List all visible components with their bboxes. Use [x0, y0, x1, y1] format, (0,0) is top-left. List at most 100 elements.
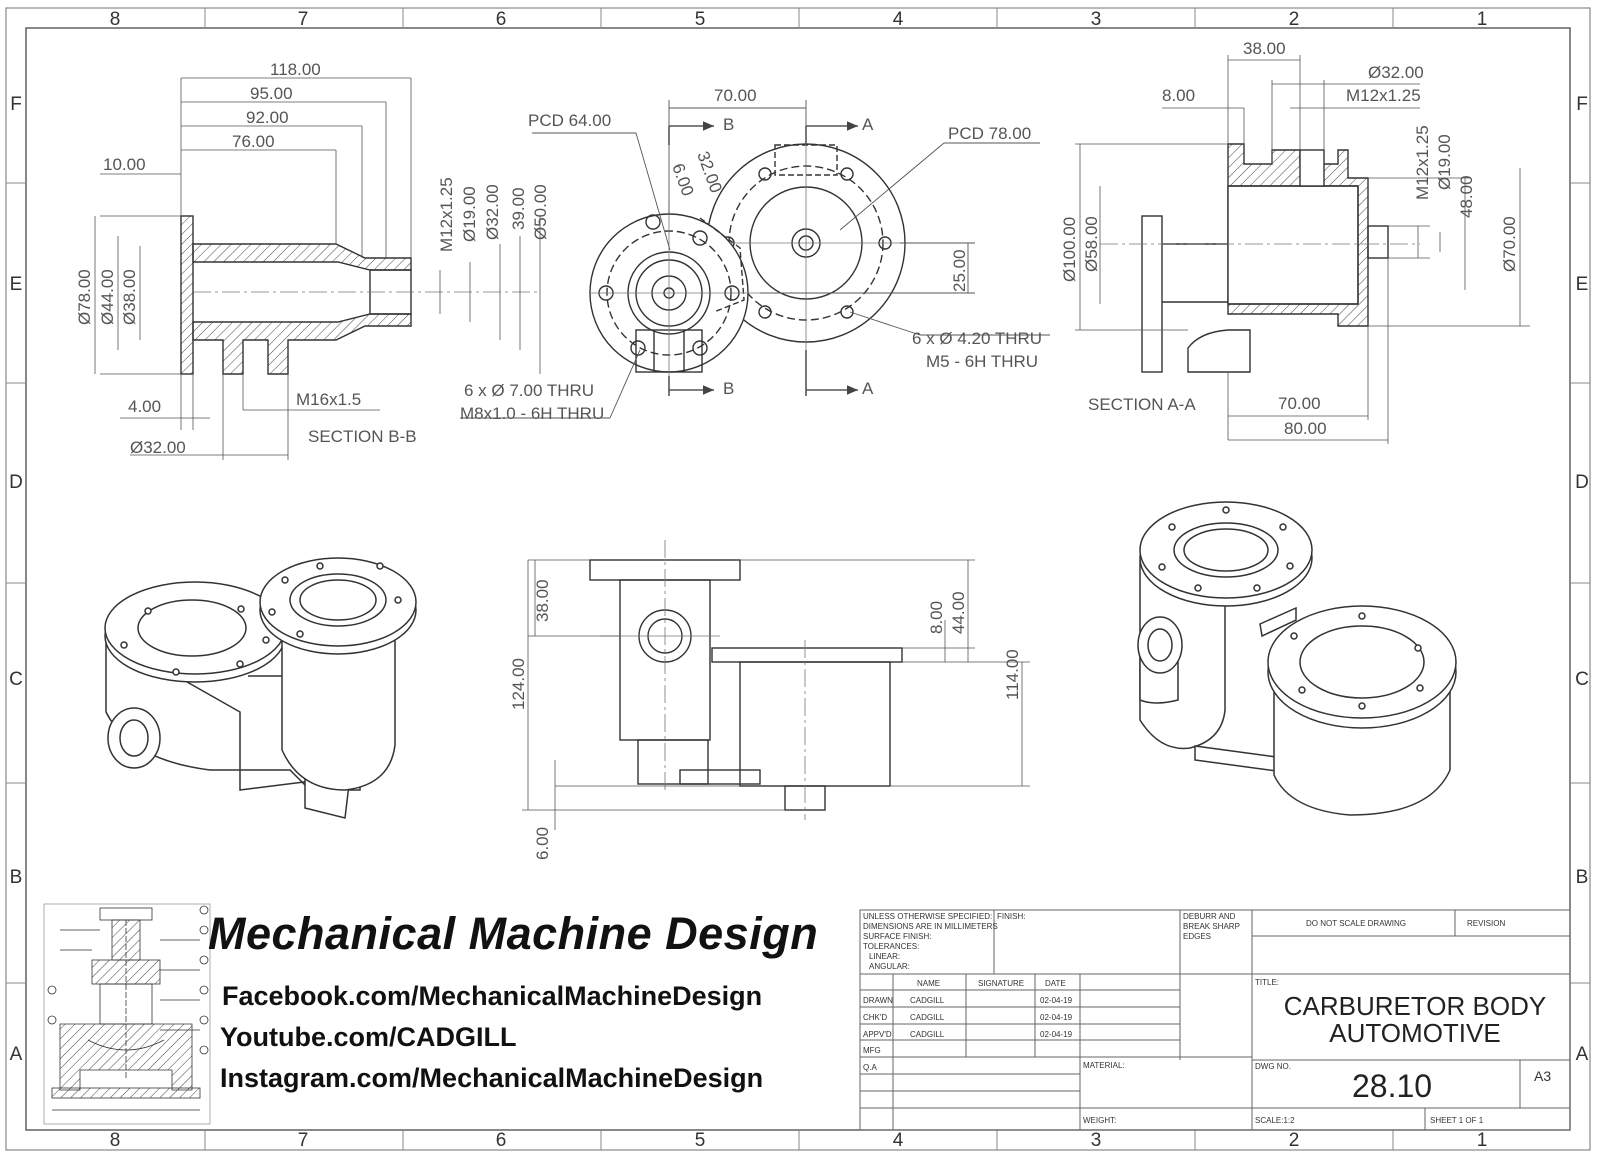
row-role: MFG — [863, 1046, 881, 1055]
brand-title: Mechanical Machine Design — [208, 908, 819, 959]
material-label: MATERIAL: — [1083, 1061, 1125, 1070]
holes-left-2: M8x1.0 - 6H THRU — [460, 404, 604, 423]
dim-dia44: Ø44.00 — [98, 269, 117, 325]
dim-70: 70.00 — [714, 86, 757, 105]
section-bb-texts: 118.00 95.00 92.00 76.00 10.00 4.00 Ø32.… — [75, 60, 550, 457]
col-label: 1 — [1477, 1130, 1488, 1151]
dim-8: 8.00 — [927, 601, 946, 634]
deburr-note: DEBURR AND BREAK SHARP EDGES — [1183, 912, 1240, 942]
dim-70: 70.00 — [1278, 394, 1321, 413]
col-label: 5 — [695, 1130, 706, 1151]
title-block — [859, 909, 1571, 1131]
dim-80: 80.00 — [1284, 419, 1327, 438]
sheet-size: A3 — [1534, 1068, 1552, 1084]
col-label: 7 — [298, 1130, 309, 1151]
isometric-view-left — [104, 557, 417, 819]
dim-95: 95.00 — [250, 84, 293, 103]
header-name: NAME — [917, 979, 941, 988]
drawing-title-line1: CARBURETOR BODY — [1283, 991, 1547, 1021]
dim-dia70: Ø70.00 — [1500, 216, 1519, 272]
col-label: 4 — [893, 1130, 904, 1151]
row-date: 02-04-19 — [1040, 996, 1073, 1005]
dim-dia38: Ø38.00 — [120, 269, 139, 325]
youtube-link[interactable]: Youtube.com/CADGILL — [220, 1022, 517, 1052]
holes-left-1: 6 x Ø 7.00 THRU — [464, 381, 594, 400]
row-name: CADGILL — [910, 1030, 945, 1039]
dwg-number: 28.10 — [1352, 1068, 1433, 1104]
col-label: 6 — [496, 9, 507, 30]
row-label: F — [10, 94, 22, 115]
row-label: B — [10, 867, 23, 888]
note-line: TOLERANCES: — [863, 942, 920, 951]
revision-label: REVISION — [1467, 919, 1506, 928]
pcd78-label: PCD 78.00 — [948, 124, 1031, 143]
sheet-count: SHEET 1 OF 1 — [1430, 1116, 1484, 1125]
isometric-view-right — [1137, 501, 1457, 816]
pcd64-label: PCD 64.00 — [528, 111, 611, 130]
deburr-line: BREAK SHARP — [1183, 922, 1240, 931]
weight-label: WEIGHT: — [1083, 1116, 1117, 1125]
row-role: DRAWN — [863, 996, 893, 1005]
row-name: CADGILL — [910, 996, 945, 1005]
section-aa-view — [1100, 143, 1420, 373]
row-label: B — [1576, 867, 1589, 888]
cut-a-bottom: A — [862, 379, 874, 398]
header-signature: SIGNATURE — [978, 979, 1025, 988]
dim-114: 114.00 — [1003, 649, 1022, 700]
section-aa-label: SECTION A-A — [1088, 395, 1196, 414]
inner-frame — [25, 27, 1571, 1131]
dim-dia19: Ø19.00 — [460, 186, 479, 242]
zone-ticks — [6, 8, 1590, 1150]
row-role: CHK'D — [863, 1013, 888, 1022]
dim-10: 10.00 — [103, 155, 146, 174]
col-label: 3 — [1091, 1130, 1102, 1151]
side-view-dimensions — [522, 559, 1030, 830]
front-view — [589, 140, 920, 390]
holes-right-2: M5 - 6H THRU — [926, 352, 1038, 371]
dwg-no-label: DWG NO. — [1255, 1062, 1291, 1071]
row-label: A — [10, 1044, 23, 1065]
dim-38: 38.00 — [1243, 39, 1286, 58]
dim-6: 6.00 — [668, 161, 697, 199]
row-date: 02-04-19 — [1040, 1030, 1073, 1039]
col-label: 6 — [496, 1130, 507, 1151]
dim-39: 39.00 — [509, 187, 528, 230]
row-label: D — [1575, 472, 1589, 493]
note-line: DIMENSIONS ARE IN MILLIMETERS — [863, 922, 998, 931]
row-label: D — [9, 472, 23, 493]
dim-4: 4.00 — [128, 397, 161, 416]
col-label: 8 — [110, 1130, 121, 1151]
cut-b-top: B — [723, 115, 734, 134]
side-view-texts: 38.00 124.00 6.00 8.00 44.00 114.00 — [509, 579, 1022, 860]
dim-6: 6.00 — [533, 827, 552, 860]
row-label: F — [1576, 94, 1588, 115]
row-role: Q.A — [863, 1063, 877, 1072]
dim-44: 44.00 — [949, 591, 968, 634]
note-line: UNLESS OTHERWISE SPECIFIED: — [863, 912, 993, 921]
col-label: 1 — [1477, 9, 1488, 30]
dim-124: 124.00 — [509, 658, 528, 710]
dim-dia32: Ø32.00 — [130, 438, 186, 457]
holes-right-1: 6 x Ø 4.20 THRU — [912, 329, 1042, 348]
facebook-link[interactable]: Facebook.com/MechanicalMachineDesign — [222, 981, 763, 1011]
deburr-line: EDGES — [1183, 932, 1212, 941]
tolerance-notes: UNLESS OTHERWISE SPECIFIED: DIMENSIONS A… — [863, 912, 998, 972]
deburr-line: DEBURR AND — [1183, 912, 1236, 921]
instagram-link[interactable]: Instagram.com/MechanicalMachineDesign — [220, 1063, 764, 1093]
front-view-annotations — [460, 100, 1050, 419]
do-not-scale: DO NOT SCALE DRAWING — [1306, 919, 1407, 928]
row-label: C — [1575, 669, 1589, 690]
dim-dia32: Ø32.00 — [1368, 63, 1424, 82]
note-line: LINEAR: — [869, 952, 901, 961]
section-aa-dimensions — [1075, 55, 1530, 444]
drawing-title-line2: AUTOMOTIVE — [1329, 1018, 1501, 1048]
zone-labels: 8 7 6 5 4 3 2 1 8 7 6 5 4 3 2 1 F E D C … — [9, 9, 1589, 1151]
col-label: 2 — [1289, 9, 1300, 30]
scale-label: SCALE:1:2 — [1255, 1116, 1295, 1125]
col-label: 8 — [110, 9, 121, 30]
dim-dia19: Ø19.00 — [1435, 134, 1454, 190]
outer-frame — [5, 7, 1591, 1151]
col-label: 4 — [893, 9, 904, 30]
row-date: 02-04-19 — [1040, 1013, 1073, 1022]
